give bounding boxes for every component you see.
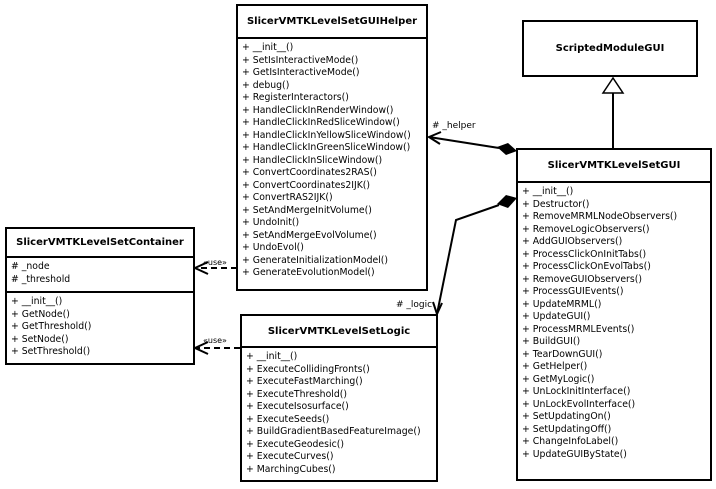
method: + UpdateMRML() [522,298,602,310]
attribute-list: # _node# _threshold [7,258,193,291]
method: + ExecuteCurves() [246,451,334,462]
use-arrow-logic [192,341,209,355]
method: + HandleClickInRenderWindow() [242,104,394,116]
class-scripted-module-gui[interactable]: ScriptedModuleGUI [522,20,698,77]
method: + BuildGUI() [522,336,581,347]
helper-diamond [497,143,517,155]
method: + ExecuteFastMarching() [246,376,363,387]
method: + UnLockEvolInterface() [522,398,636,410]
class-helper[interactable]: SlicerVMTKLevelSetGUIHelper + __init__()… [236,4,428,291]
class-name: SlicerVMTKLevelSetContainer [7,229,193,258]
method: + SetNode() [11,333,69,345]
method: + ProcessClickOnInitTabs() [522,248,647,260]
method: + AddGUIObservers() [522,236,623,247]
method: + GetIsInteractiveMode() [242,67,360,78]
method: + UndoEvol() [242,242,304,253]
logic-composition-line [436,204,500,315]
method: + ConvertCoordinates2IJK() [242,179,371,191]
method: + SetAndMergeEvolVolume() [242,229,377,241]
method: + GenerateInitializationModel() [242,254,389,266]
method: + RemoveLogicObservers() [522,223,650,235]
method: + debug() [242,79,290,91]
attribute: # _node [11,261,50,272]
class-name: ScriptedModuleGUI [555,43,665,54]
method-list: + __init__()+ ExecuteCollidingFronts()+ … [242,348,436,480]
use-label-helper: «use» [203,258,227,267]
method: + MarchingCubes() [246,463,336,475]
method: + ExecuteGeodesic() [246,438,344,450]
method: + GetMyLogic() [522,373,595,385]
method: + RegisterInteractors() [242,92,349,103]
method: + HandleClickInYellowSliceWindow() [242,129,411,141]
method: + UndoInit() [242,217,300,228]
class-logic[interactable]: SlicerVMTKLevelSetLogic + __init__()+ Ex… [240,314,438,482]
method: + ProcessClickOnEvolTabs() [522,261,651,272]
use-arrow-helper [192,261,209,275]
class-container[interactable]: SlicerVMTKLevelSetContainer # _node# _th… [5,227,195,365]
logic-role-label: # _logic [396,300,433,310]
inheritance-triangle [601,76,625,94]
method: + ExecuteSeeds() [246,413,330,425]
class-name: SlicerVMTKLevelSetGUI [518,150,710,183]
method: + SetAndMergeInitVolume() [242,204,372,216]
class-gui[interactable]: SlicerVMTKLevelSetGUI + __init__()+ Dest… [516,148,712,481]
method: + ExecuteThreshold() [246,388,347,400]
method: + HandleClickInSliceWindow() [242,154,383,166]
method-list: + __init__()+ GetNode()+ GetThreshold()+… [7,291,193,363]
method: + UpdateGUIByState() [522,448,627,460]
method: + ExecuteIsosurface() [246,401,349,412]
class-name: SlicerVMTKLevelSetGUIHelper [238,6,426,39]
method-list: + __init__()+ Destructor()+ RemoveMRMLNo… [518,183,710,465]
method: + BuildGradientBasedFeatureImage() [246,426,421,437]
method: + __init__() [522,186,574,197]
logic-diamond [497,195,517,208]
method: + GetHelper() [522,361,588,372]
method: + ConvertCoordinates2RAS() [242,167,377,178]
helper-composition-line [428,136,500,149]
method: + HandleClickInRedSliceWindow() [242,117,400,128]
method: + UnLockInitInterface() [522,386,631,397]
class-name: SlicerVMTKLevelSetLogic [242,316,436,348]
method: + HandleClickInGreenSliceWindow() [242,142,411,153]
use-label-logic: «use» [203,336,227,345]
method: + ProcessGUIEvents() [522,286,624,297]
method: + SetUpdatingOn() [522,411,611,422]
method: + UpdateGUI() [522,311,591,322]
method: + RemoveMRMLNodeObservers() [522,211,678,222]
attribute: # _threshold [11,273,71,285]
method: + GetThreshold() [11,321,92,332]
method: + RemoveGUIObservers() [522,273,642,285]
method: + SetUpdatingOff() [522,423,612,435]
method: + ConvertRAS2IJK() [242,192,333,203]
method: + GenerateEvolutionModel() [242,267,375,278]
method: + __init__() [11,296,63,307]
method: + GetNode() [11,308,70,320]
method: + __init__() [246,351,298,362]
helper-role-label: # _helper [432,121,476,131]
method-list: + __init__()+ SetIsInteractiveMode()+ Ge… [238,39,426,284]
method: + ChangeInfoLabel() [522,436,619,447]
method: + Destructor() [522,198,590,210]
method: + TearDownGUI() [522,348,603,360]
method: + ExecuteCollidingFronts() [246,363,370,375]
helper-arrowhead [426,131,442,145]
method: + __init__() [242,42,294,53]
method: + SetThreshold() [11,346,91,357]
method: + SetIsInteractiveMode() [242,54,359,66]
method: + ProcessMRMLEvents() [522,323,635,335]
